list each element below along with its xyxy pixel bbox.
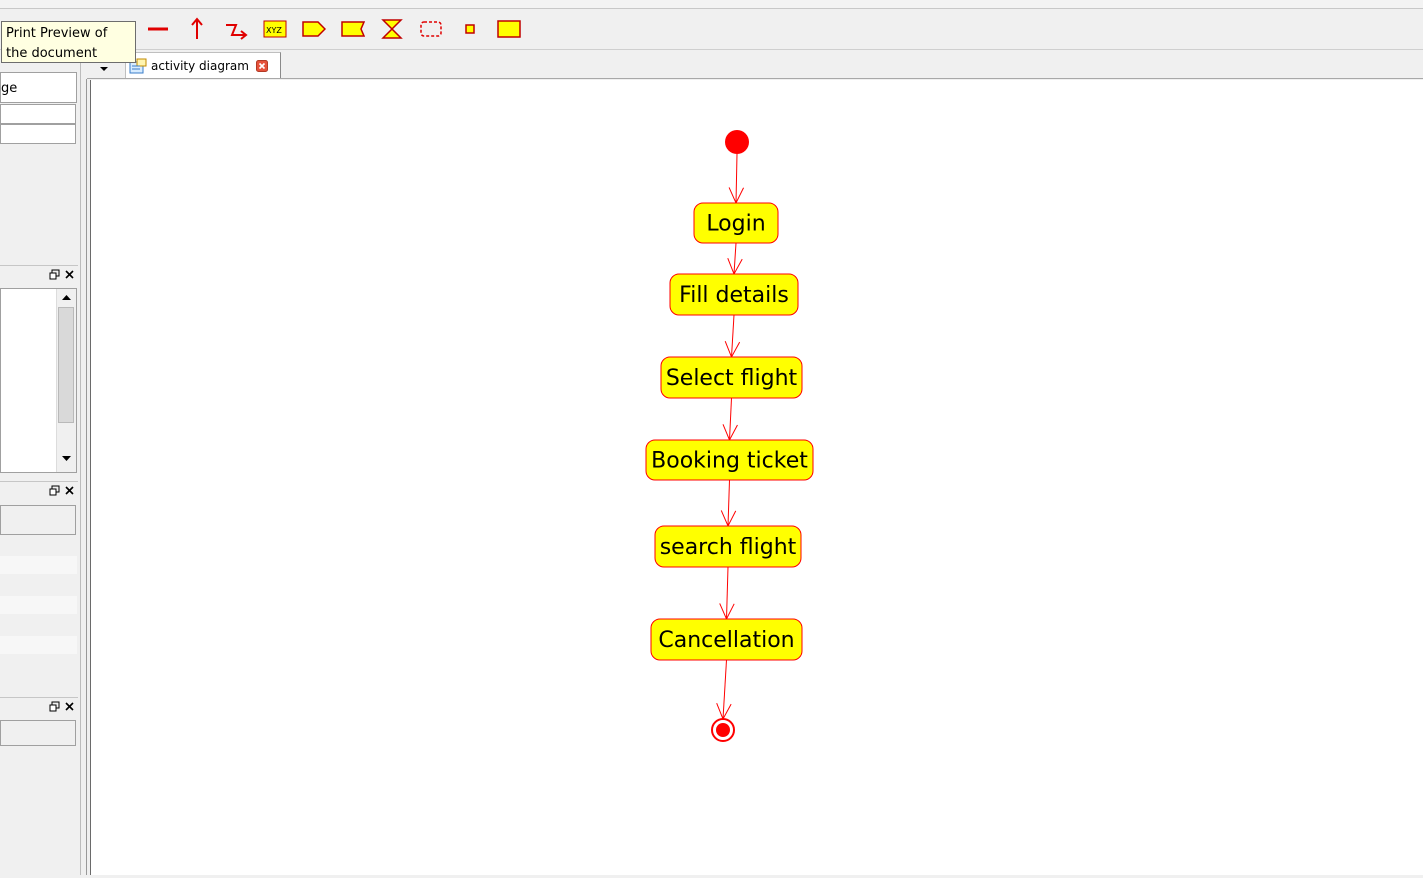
action-node[interactable]: Login [693,202,779,244]
control-flow[interactable] [720,479,737,528]
action-node-label: search flight [660,535,797,560]
control-flow[interactable] [719,566,735,621]
left-panel: ge [0,50,81,875]
action-node[interactable]: Fill details [669,273,799,316]
action-node[interactable]: Booking ticket [645,439,814,481]
scroll-thumb[interactable] [58,307,74,423]
receive-signal-icon[interactable] [341,17,365,41]
panel-header [0,697,78,716]
action-node-label: Login [706,212,765,237]
action-node-label: Cancellation [658,628,794,653]
rect-icon[interactable] [497,17,521,41]
action-node[interactable]: search flight [654,525,802,568]
list-item [0,636,77,654]
diagram-icon [129,58,147,73]
print-preview-tooltip: Print Preview of the document [1,21,136,63]
control-flow[interactable] [722,397,738,442]
object-xyz-icon[interactable]: XYZ [263,17,287,41]
panel-header [0,481,78,500]
close-icon[interactable] [255,59,268,72]
control-flow[interactable] [727,242,743,276]
final-node[interactable] [711,718,735,742]
close-icon[interactable] [64,485,75,496]
control-flow[interactable] [728,153,745,205]
panel-field[interactable] [0,720,76,746]
restore-icon[interactable] [49,701,60,712]
initial-node[interactable] [725,130,749,154]
action-node-label: Fill details [679,283,789,308]
dashed-rect-icon[interactable] [419,17,443,41]
panel-field[interactable] [0,505,76,535]
small-square-icon[interactable] [458,17,482,41]
property-row[interactable] [0,104,76,124]
restore-icon[interactable] [49,269,60,280]
arrow-up-icon[interactable] [185,17,209,41]
property-row[interactable] [0,124,76,144]
close-icon[interactable] [64,269,75,280]
scroll-down-icon[interactable] [61,455,72,463]
panel-header [0,265,78,284]
list-item [0,596,77,614]
property-header: ge [0,72,77,103]
document-tab-bar: activity diagram [87,50,1423,79]
panel-list[interactable] [0,288,77,473]
chevron-down-icon[interactable] [97,58,111,72]
action-node-label: Booking ticket [651,449,808,474]
list-item [0,556,77,574]
diagram-toolbar: XYZ [0,9,1423,50]
close-icon[interactable] [64,701,75,712]
action-node[interactable]: Select flight [660,356,803,399]
property-header-text: ge [1,81,18,96]
scroll-up-icon[interactable] [61,293,72,301]
tab-activity-diagram[interactable]: activity diagram [125,52,281,78]
send-signal-icon[interactable] [302,17,326,41]
hourglass-icon[interactable] [380,17,404,41]
signal-icon[interactable] [224,17,248,41]
action-node[interactable]: Cancellation [650,618,803,661]
tab-label: activity diagram [151,58,249,73]
vertical-scrollbar[interactable] [56,289,76,472]
title-strip [0,0,1423,9]
control-flow[interactable] [716,659,732,721]
action-node-label: Select flight [666,366,798,391]
object-xyz-label: XYZ [266,26,282,35]
control-flow[interactable] [724,314,741,359]
line-icon[interactable] [146,17,170,41]
restore-icon[interactable] [49,485,60,496]
